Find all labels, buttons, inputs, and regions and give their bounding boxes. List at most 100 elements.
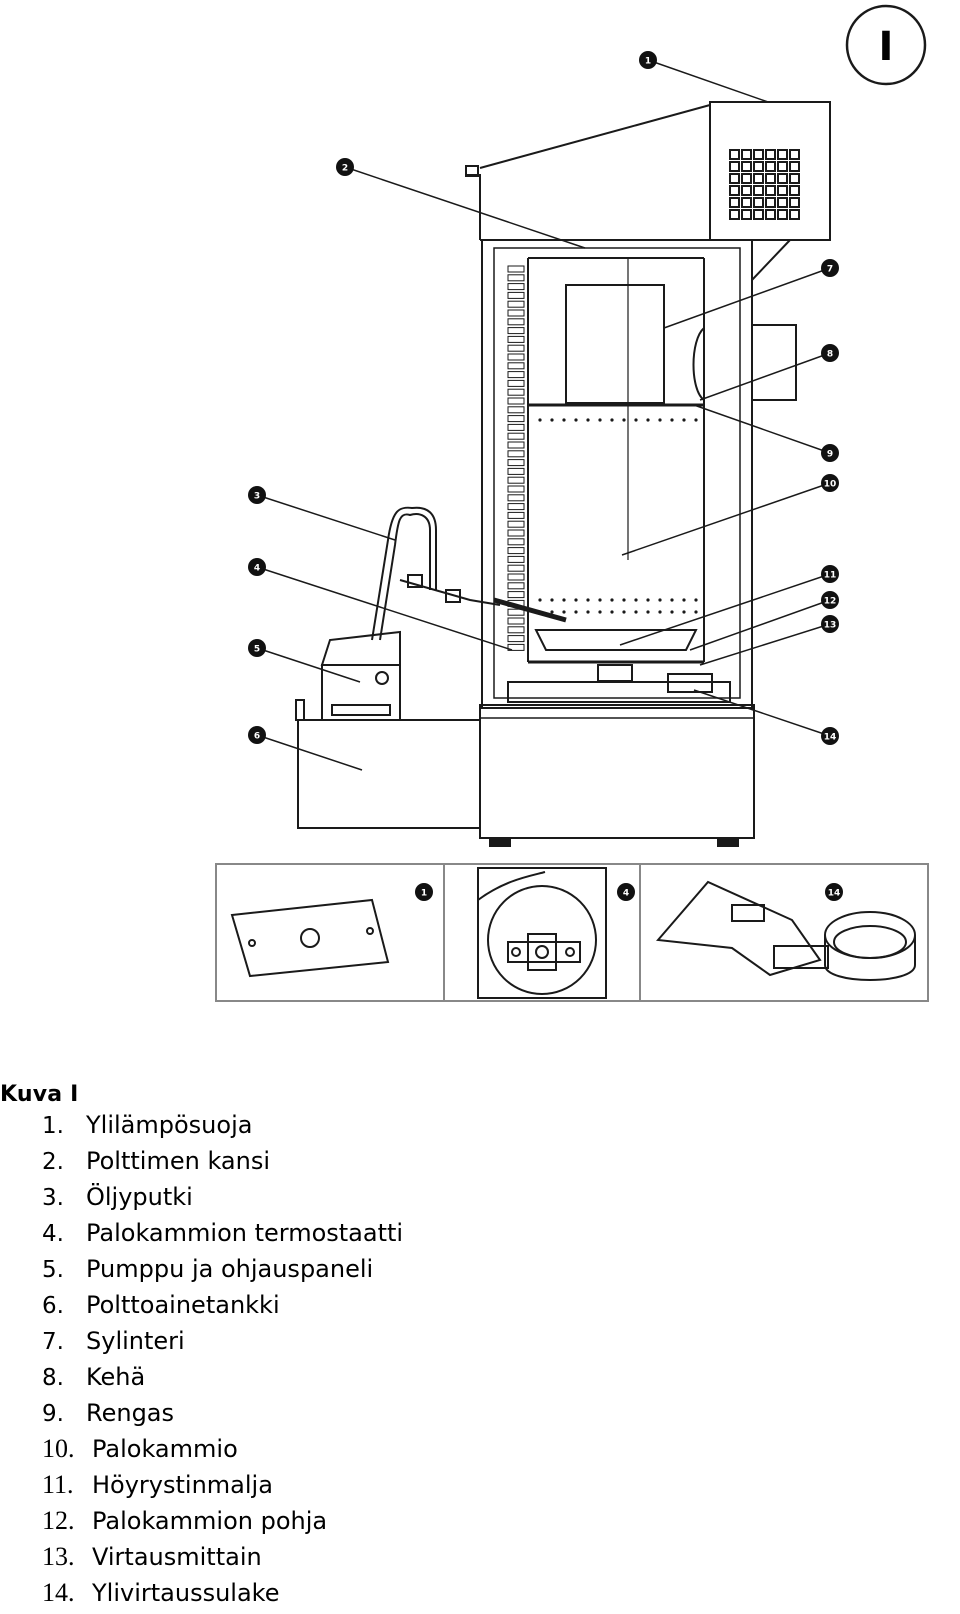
part-label: Polttoainetankki xyxy=(86,1291,280,1319)
vent-cell xyxy=(777,149,788,160)
parts-list-item: 2. Polttimen kansi xyxy=(42,1143,403,1179)
part-number: 13. xyxy=(42,1542,75,1571)
vent-cell xyxy=(777,173,788,184)
air-hole xyxy=(538,598,542,602)
air-hole xyxy=(694,598,698,602)
vent-cell xyxy=(741,185,752,196)
part-label: Polttimen kansi xyxy=(86,1147,271,1175)
air-hole xyxy=(658,418,662,422)
vent-cell xyxy=(741,173,752,184)
callout-number: 8 xyxy=(827,350,833,360)
parts-list-item: 8.Kehä xyxy=(42,1359,403,1395)
louvre-slot xyxy=(507,265,525,273)
part-label: Palokammio xyxy=(92,1435,238,1463)
callout-marker: 2 xyxy=(336,158,354,176)
air-hole xyxy=(610,610,614,614)
callout-number: 10 xyxy=(824,480,837,490)
air-hole xyxy=(550,598,554,602)
air-hole xyxy=(622,598,626,602)
vent-cell xyxy=(777,197,788,208)
louvre-slot xyxy=(507,547,525,555)
callout-marker: 7 xyxy=(821,259,839,277)
louvre-slot xyxy=(507,406,525,414)
vent-cell xyxy=(753,173,764,184)
combustion-chamber xyxy=(507,257,731,703)
air-hole xyxy=(550,418,554,422)
part-label: Pumppu ja ohjauspaneli xyxy=(86,1255,374,1283)
parts-list-item: 12.Palokammion pohja xyxy=(42,1503,403,1539)
detail-panels xyxy=(215,863,929,1002)
part-number: 9. xyxy=(42,1401,64,1427)
louvre-slot xyxy=(507,450,525,458)
callout-marker: 1 xyxy=(415,883,433,901)
callout-number: 9 xyxy=(827,450,833,460)
callout-marker: 3 xyxy=(248,486,266,504)
air-hole xyxy=(550,610,554,614)
vent-cell xyxy=(765,161,776,172)
vent-cell xyxy=(741,209,752,220)
louvre-slot xyxy=(507,573,525,581)
air-hole xyxy=(562,598,566,602)
air-hole xyxy=(694,418,698,422)
air-hole xyxy=(682,598,686,602)
part-label: Öljyputki xyxy=(86,1183,193,1211)
louvre-slot xyxy=(507,300,525,308)
air-hole xyxy=(574,598,578,602)
louvre-slot xyxy=(507,309,525,317)
louvre-slot xyxy=(507,564,525,572)
louvre-slot xyxy=(507,318,525,326)
air-hole xyxy=(586,610,590,614)
air-hole xyxy=(610,598,614,602)
part-number: 8. xyxy=(42,1365,64,1391)
vent-cell xyxy=(765,173,776,184)
callout-number: 4 xyxy=(254,564,260,574)
callout-marker: 14 xyxy=(825,883,843,901)
air-hole xyxy=(646,598,650,602)
vent-cell xyxy=(729,149,740,160)
burner-cover xyxy=(465,104,752,241)
callout-marker: 10 xyxy=(821,474,839,492)
louvre-slot xyxy=(507,643,525,651)
air-hole xyxy=(562,418,566,422)
leader-lines xyxy=(256,59,831,771)
air-hole xyxy=(646,610,650,614)
figure-badge: I xyxy=(845,4,927,86)
air-hole xyxy=(694,610,698,614)
parts-list-item: 5.Pumppu ja ohjauspaneli xyxy=(42,1251,403,1287)
vent-cell xyxy=(789,197,800,208)
louvre-slot xyxy=(507,485,525,493)
oil-pipe xyxy=(371,506,567,641)
cabinet-louvres xyxy=(507,265,525,651)
callout-number: 14 xyxy=(828,889,841,899)
louvre-slot xyxy=(507,529,525,537)
louvre-slot xyxy=(507,291,525,299)
vent-cell xyxy=(777,209,788,220)
louvre-slot xyxy=(507,617,525,625)
louvre-slot xyxy=(507,327,525,335)
air-hole xyxy=(562,610,566,614)
air-hole xyxy=(598,610,602,614)
vent-cell xyxy=(729,161,740,172)
louvre-slot xyxy=(507,503,525,511)
vent-cell xyxy=(753,197,764,208)
callout-number: 5 xyxy=(254,645,260,655)
parts-list-item: 4.Palokammion termostaatti xyxy=(42,1215,403,1251)
part-label: Ylilämpösuoja xyxy=(86,1111,253,1139)
air-hole xyxy=(586,598,590,602)
parts-list-item: 1.Ylilämpösuoja xyxy=(42,1107,403,1143)
part-number: 2. xyxy=(42,1149,64,1175)
louvre-slot xyxy=(507,362,525,370)
parts-list-item: 6.Polttoainetankki xyxy=(42,1287,403,1323)
louvre-slot xyxy=(507,423,525,431)
louvre-slot xyxy=(507,555,525,563)
parts-list-item: 7.Sylinteri xyxy=(42,1323,403,1359)
louvre-slot xyxy=(507,591,525,599)
vent-cell xyxy=(765,185,776,196)
vent-cell xyxy=(753,161,764,172)
callout-number: 12 xyxy=(824,597,837,607)
fuel-tank xyxy=(295,699,481,829)
louvre-slot xyxy=(507,371,525,379)
air-hole xyxy=(586,418,590,422)
svg-text:I: I xyxy=(879,24,894,70)
air-hole xyxy=(574,610,578,614)
